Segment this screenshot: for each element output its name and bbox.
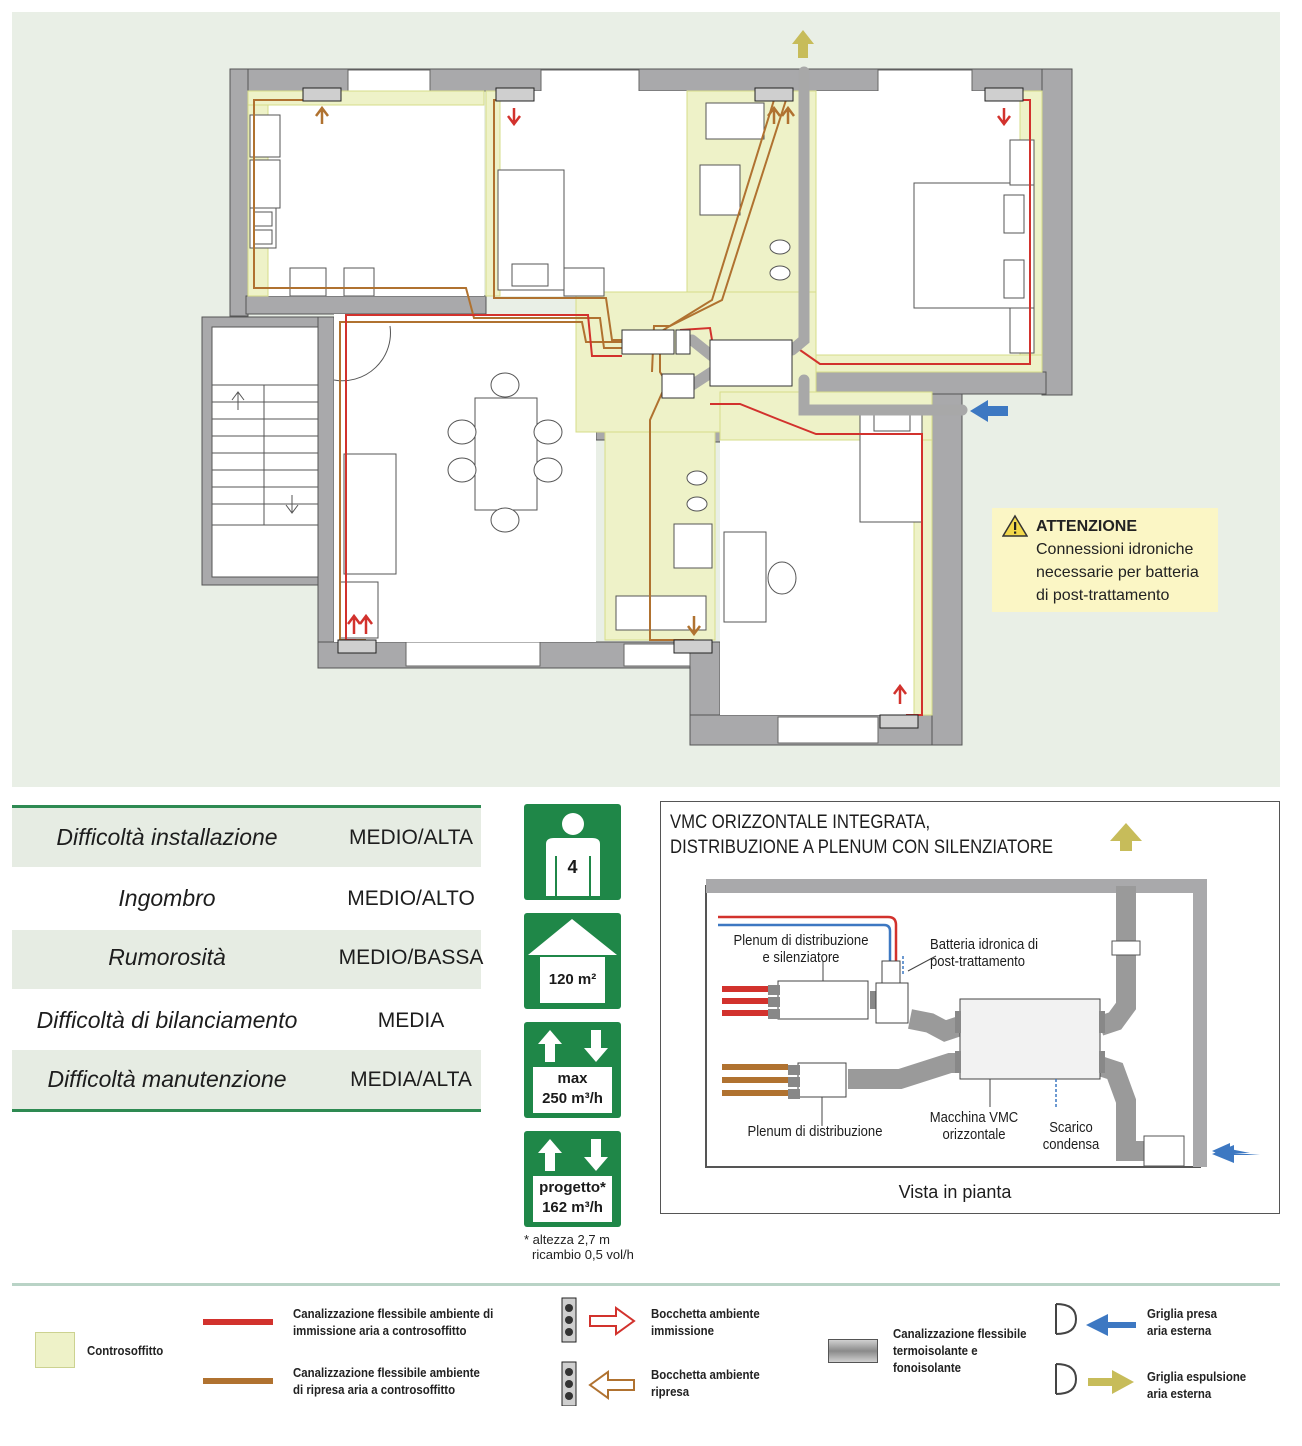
people-badge: 4 (524, 804, 621, 900)
vmc-unit-plan (621, 329, 793, 399)
max-flow-badge: max 250 m³/h (524, 1022, 621, 1118)
warning-box: ATTENZIONE Connessioni idroniche necessa… (992, 508, 1218, 612)
badge-footnote: * altezza 2,7 m ricambio 0,5 vol/h (524, 1232, 634, 1262)
grilles (302, 87, 1024, 729)
stat-rumorosita: Rumorosità MEDIO/BASSA (12, 930, 483, 989)
vmc-diagram-frame (660, 801, 1280, 1214)
warning-icon (1002, 514, 1028, 537)
stat-ingombro: Ingombro MEDIO/ALTO (118, 885, 475, 911)
stat-bilanciamento: Difficoltà di bilanciamento MEDIA (36, 1007, 445, 1033)
legend-rule (12, 1283, 1280, 1286)
legend-ceiling-swatch (35, 1332, 75, 1368)
stat-installazione: Difficoltà installazione MEDIO/ALTA (12, 808, 481, 867)
stats-top-rule (12, 805, 481, 808)
updown-arrows-icon (533, 1139, 612, 1222)
person-icon (546, 813, 600, 896)
stats-bottom-rule (12, 1109, 481, 1112)
floor-plan (201, 30, 1073, 746)
room-arrows (315, 105, 1011, 704)
stairwell (211, 326, 319, 578)
label-plenum: Plenum di distribuzione (747, 1124, 883, 1140)
insulated-ducts (686, 66, 968, 416)
warning-title: ATTENZIONE (1036, 518, 1138, 535)
legend-grille-icons (561, 1297, 636, 1406)
stairs (212, 384, 318, 526)
warning-text: Connessioni idroniche necessarie per bat… (1036, 541, 1199, 604)
vmc-schematic (705, 823, 1260, 1168)
intake-arrow-plan (970, 400, 1008, 422)
vmc-caption: Vista in pianta (898, 1182, 1012, 1202)
project-flow-badge: progetto* 162 m³/h (524, 1131, 621, 1227)
area-badge: 120 m² (524, 913, 621, 1009)
exhaust-arrow-plan (792, 30, 814, 58)
legend-duct-swatch (828, 1339, 878, 1363)
vmc-title: VMC ORIZZONTALE INTEGRATA, DISTRIBUZIONE… (670, 812, 1054, 858)
legend-supply-line (203, 1319, 273, 1325)
legend-return-line (203, 1378, 273, 1384)
stat-manutenzione: Difficoltà manutenzione MEDIA/ALTA (12, 1050, 481, 1109)
house-icon (528, 919, 617, 1003)
legend-griglia-icons (1055, 1303, 1136, 1395)
updown-arrows-icon (533, 1030, 612, 1113)
exhaust-arrow-diagram (1110, 823, 1142, 851)
legend-ceiling-label: Controsoffitto (87, 1343, 164, 1358)
